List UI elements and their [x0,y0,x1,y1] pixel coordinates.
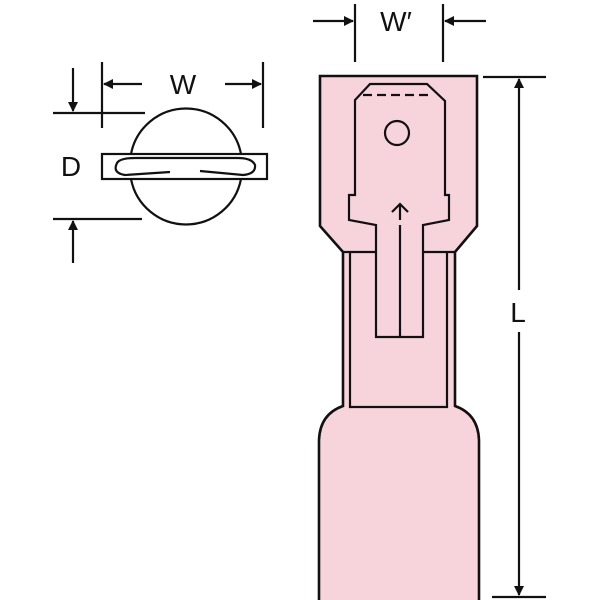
w-prime-label: W′ [380,6,412,37]
direction-arrow-icon [391,202,409,220]
w-prime-dimension: W′ [313,4,486,62]
l-label: L [510,297,526,328]
connector-side-view [317,74,481,600]
tab-cross-section [100,152,269,181]
detent-hole [383,119,411,147]
l-dimension: L [483,75,546,599]
barrel-circle [129,107,243,226]
w-label: W [170,69,197,100]
tab-slot [114,156,257,177]
end-view: W D [53,62,269,263]
d-label: D [61,151,81,182]
